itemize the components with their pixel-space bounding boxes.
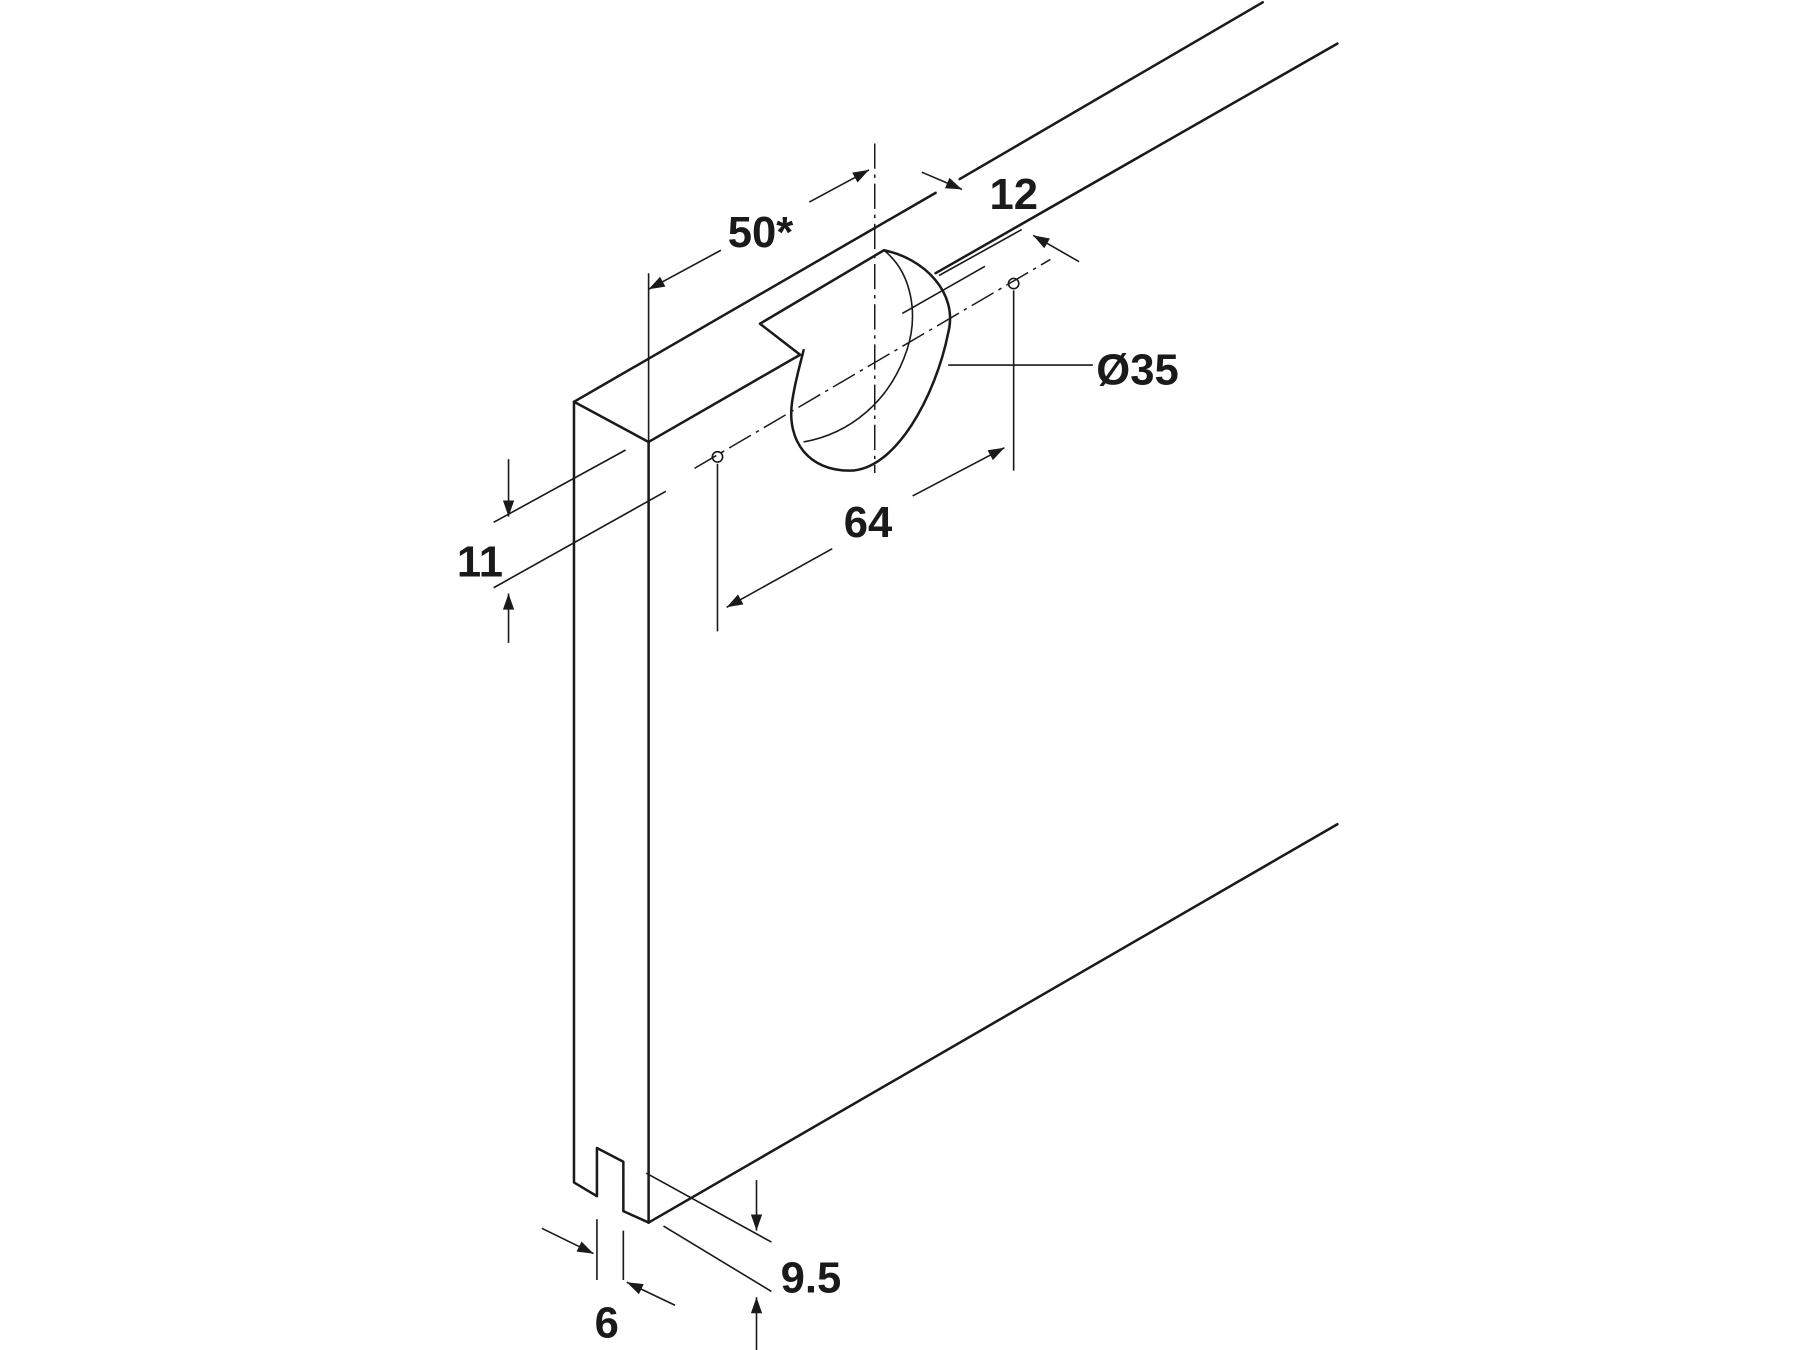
dimension-label: 12 xyxy=(990,171,1039,219)
centerlines xyxy=(694,143,1051,473)
dimension-label: 50* xyxy=(728,209,794,257)
dimension-label: 11 xyxy=(457,538,503,586)
hole-right xyxy=(1007,277,1020,290)
dimension-50: 50* xyxy=(647,169,870,442)
dimension-diameter-35: Ø35 xyxy=(948,347,1179,395)
dimension-label: 6 xyxy=(595,1299,619,1347)
dimension-label: 9.5 xyxy=(781,1255,842,1303)
dimension-11: 11 xyxy=(457,449,667,643)
dimension-12: 12 xyxy=(901,171,1080,315)
hinge-cup-bore xyxy=(789,248,952,472)
dimension-64: 64 xyxy=(716,290,1015,632)
hole-left xyxy=(711,450,724,463)
screw-holes xyxy=(711,277,1020,463)
dimension-6: 6 xyxy=(541,1219,676,1347)
dimension-label: 64 xyxy=(844,499,893,547)
dimension-9-5: 9.5 xyxy=(645,1172,842,1350)
dimension-label: Ø35 xyxy=(1096,347,1178,395)
panel-outline xyxy=(572,1,1339,1224)
